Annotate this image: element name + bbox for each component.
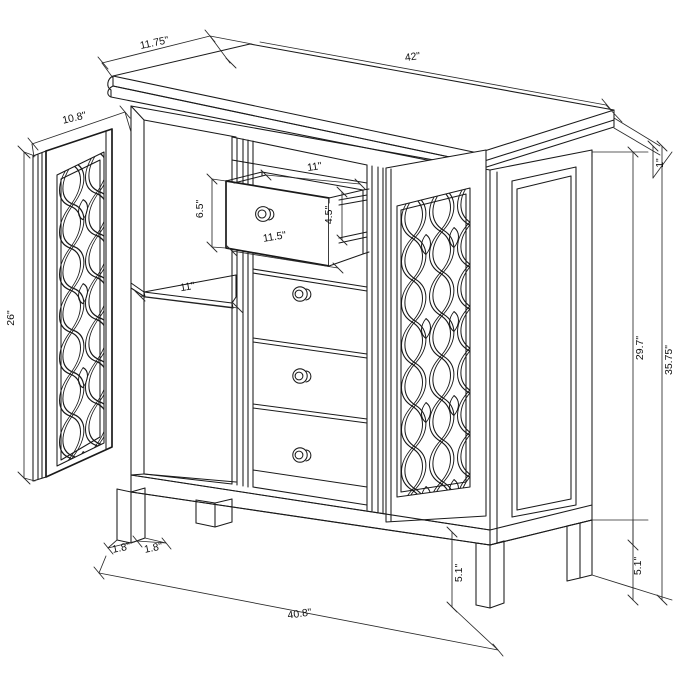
right-door-lattice[interactable] [385,149,487,535]
dim-drawer-depth: 11" [306,160,323,174]
top-panel [107,43,615,171]
interior-left-bay [130,105,237,485]
dim-drawer-height: 6.5" [194,200,206,219]
drawer-4[interactable] [252,447,368,488]
dim-overall-height: 35.75" [663,345,675,375]
dim-door-width: 10.8" [61,109,88,126]
dim-leg-height-front: 5.1" [453,564,465,583]
base-and-legs [116,474,593,609]
dim-drawer-side: 4.5" [323,206,335,225]
knob-open-drawer[interactable] [255,206,275,222]
open-drawer[interactable] [225,171,370,267]
knob-drawer-2[interactable] [292,286,312,302]
dim-door-height: 26" [5,310,17,326]
dim-shelf-depth: 11" [179,280,196,294]
dim-leg-height-right: 5.1" [632,557,644,576]
leg-front-right [475,540,505,609]
dim-leg-width-b: 1.8" [143,540,164,556]
dim-leg-width-a: 1.8" [111,540,132,556]
leg-front-left [116,487,146,544]
dim-top-thickness: 1" [654,158,666,168]
leg-back-right [566,519,593,582]
left-door-open[interactable] [32,128,140,589]
dim-base-width: 40.8" [287,606,313,621]
knob-drawer-4[interactable] [292,447,312,463]
knob-drawer-3[interactable] [292,368,312,384]
dimension-labels: 11.75" 42" 10.8" 26" 6.5" 11" 4.5" 11.5"… [5,34,675,622]
drawer-3[interactable] [252,368,368,424]
dim-top-width: 42" [404,50,421,64]
dim-cabinet-body: 29.7" [634,336,646,360]
dim-drawer-width: 11.5" [262,229,287,245]
dim-top-depth: 11.75" [139,34,170,52]
drawer-2[interactable] [252,268,368,359]
dimension-lines [17,29,673,657]
leg-center [195,498,233,528]
right-door-lattice-pattern [400,188,470,497]
